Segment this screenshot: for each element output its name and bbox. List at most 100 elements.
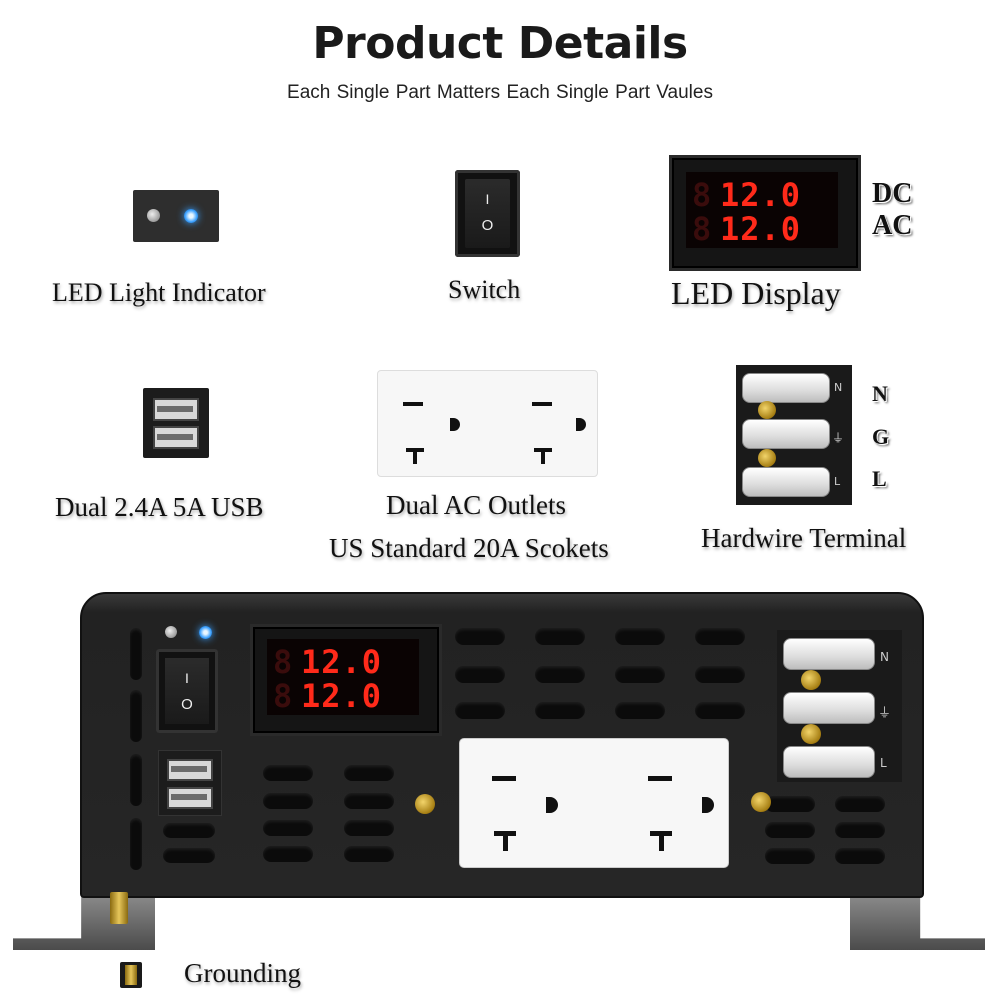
terminal-block <box>783 638 875 670</box>
vent-slot <box>765 848 815 864</box>
vent-slot <box>163 848 215 863</box>
outlet-ground <box>702 797 714 813</box>
usb-image <box>143 388 209 458</box>
device-display-ac-value: 12.0 <box>301 677 383 715</box>
terminal-block <box>742 419 830 449</box>
vent-slot <box>344 820 394 836</box>
vent-slot <box>535 628 585 645</box>
ac-tag: AC <box>872 210 913 241</box>
outlet-slot <box>503 831 508 851</box>
terminal-g-label: G <box>872 424 890 449</box>
vent-slot <box>263 846 313 862</box>
led-grey-icon <box>147 209 160 222</box>
terminal-block <box>742 467 830 497</box>
switch-off-symbol: O <box>481 217 494 234</box>
terminal-l-label: L <box>872 466 887 491</box>
led-indicator-label: LED Light Indicator <box>52 278 266 307</box>
vent-slot <box>535 666 585 683</box>
display-ghost-digit: 8 <box>692 210 713 248</box>
terminal-screw <box>801 724 821 744</box>
ground-symbol-icon: ⏚ <box>832 431 845 445</box>
terminal-l-mark: L <box>834 475 841 488</box>
outlet-screw-left <box>415 794 435 814</box>
vent-slot <box>130 818 142 870</box>
page-title: Product Details <box>312 18 688 69</box>
vent-slot <box>455 702 505 719</box>
outlet-slot <box>541 448 545 464</box>
terminal-block <box>742 373 830 403</box>
display-ghost-digit: 8 <box>273 643 294 681</box>
vent-slot <box>695 702 745 719</box>
switch-label: Switch <box>448 275 521 304</box>
usb-tab <box>171 766 207 772</box>
terminal-label: Hardwire Terminal <box>701 523 907 553</box>
switch-on-symbol: I <box>485 191 490 207</box>
ac-outlets-image <box>377 370 598 477</box>
usb-label: Dual 2.4A 5A USB <box>55 492 264 522</box>
vent-slot <box>263 765 313 781</box>
ac-outlets-label-2: US Standard 20A Scokets <box>329 533 609 563</box>
terminal-screw <box>758 449 776 467</box>
vent-slot <box>455 628 505 645</box>
outlet-screw-right <box>751 792 771 812</box>
page-subtitle: Each Single Part Matters Each Single Par… <box>287 82 713 103</box>
device-ground-symbol-icon: ⏚ <box>878 706 892 721</box>
outlet-slot <box>492 776 516 781</box>
grounding-label: Grounding <box>184 958 301 988</box>
device-terminal-l-mark: L <box>880 756 887 770</box>
vent-slot <box>835 848 885 864</box>
device-switch-rocker: I O <box>165 658 209 724</box>
device-led-blue-icon <box>199 626 212 639</box>
switch-image: I O <box>455 170 520 257</box>
device-display-dc-value: 12.0 <box>301 643 383 681</box>
device-terminal-n-mark: N <box>880 650 889 664</box>
terminal-block <box>783 746 875 778</box>
grounding-icon-bolt <box>125 965 137 985</box>
vent-slot <box>615 628 665 645</box>
outlet-slot <box>659 831 664 851</box>
display-ghost-digit: 8 <box>273 677 294 715</box>
outlet-slot <box>413 448 417 464</box>
vent-slot <box>695 666 745 683</box>
display-dc-value: 12.0 <box>720 176 802 214</box>
dc-tag: DC <box>872 178 913 209</box>
device-power-switch[interactable]: I O <box>156 649 218 733</box>
mounting-foot-right <box>850 892 985 950</box>
vent-slot <box>765 822 815 838</box>
terminal-screw <box>801 670 821 690</box>
terminal-block <box>783 692 875 724</box>
led-display-image: 8 12.0 8 12.0 <box>669 155 861 271</box>
ac-outlets-label-1: Dual AC Outlets <box>386 490 566 520</box>
terminal-n-label: N <box>872 381 888 406</box>
vent-slot <box>535 702 585 719</box>
device-led-display: 8 12.0 8 12.0 <box>250 624 442 736</box>
outlet-ground <box>576 418 586 431</box>
terminal-n-mark: N <box>834 381 843 394</box>
device-switch-off-symbol: O <box>181 696 193 713</box>
device-hardwire-terminal[interactable]: N ⏚ L <box>777 630 902 782</box>
terminal-screw <box>758 401 776 419</box>
grounding-icon <box>120 962 142 988</box>
outlet-ground <box>450 418 460 431</box>
mounting-foot-left <box>13 892 155 950</box>
led-display-label: LED Display <box>671 275 841 311</box>
vent-slot <box>344 793 394 809</box>
vent-slot <box>615 666 665 683</box>
vent-slot <box>455 666 505 683</box>
device-usb-ports[interactable] <box>158 750 222 816</box>
vent-slot <box>695 628 745 645</box>
switch-rocker: I O <box>465 179 510 248</box>
usb-tab <box>157 434 193 440</box>
vent-slot <box>344 846 394 862</box>
grounding-bolt <box>110 892 128 924</box>
device-led-grey-icon <box>165 626 177 638</box>
device-ac-outlets[interactable] <box>459 738 729 868</box>
usb-tab <box>171 794 207 800</box>
outlet-ground <box>546 797 558 813</box>
vent-slot <box>835 796 885 812</box>
display-ghost-digit: 8 <box>692 176 713 214</box>
terminal-image: N ⏚ L <box>736 365 852 505</box>
vent-slot <box>130 690 142 742</box>
vent-slot <box>615 702 665 719</box>
vent-slot <box>163 823 215 838</box>
